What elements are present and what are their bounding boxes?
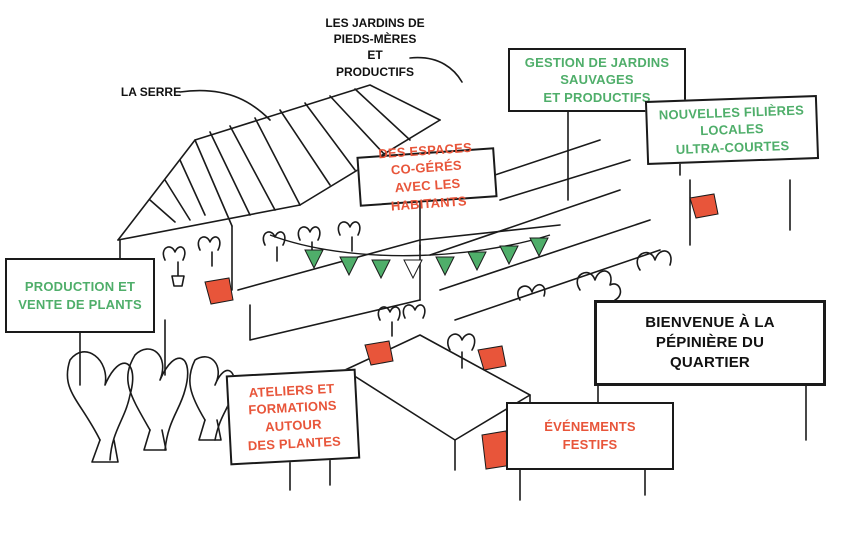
jardins-line-1: LES JARDINS DE bbox=[325, 16, 425, 30]
greenhouse bbox=[117, 84, 441, 301]
sign-ateliers-formations: ATELIERS ET FORMATIONS AUTOUR DES PLANTE… bbox=[225, 368, 361, 466]
label-jardins-pieds-meres: LES JARDINS DE PIEDS-MÈRES ET PRODUCTIFS bbox=[325, 15, 425, 80]
people bbox=[204, 193, 719, 470]
sign-gestion-line-1: GESTION DE JARDINS SAUVAGES bbox=[524, 54, 670, 88]
jardins-line-3: PRODUCTIFS bbox=[336, 64, 414, 79]
label-la-serre: LA SERRE bbox=[120, 85, 182, 99]
potted-plants bbox=[162, 221, 476, 369]
bushes bbox=[517, 250, 672, 301]
jardins-line-2: PIEDS-MÈRES ET bbox=[333, 32, 417, 63]
sign-espaces-co-geres: DES ESPACES CO-GÉRÉS AVEC LES HABITANTS bbox=[356, 140, 498, 213]
serre-pointer bbox=[179, 89, 271, 121]
jardins-pointer bbox=[409, 56, 463, 83]
sign-evenements-line-1: ÉVÉNEMENTS FESTIFS bbox=[544, 419, 636, 452]
sign-bienvenue-line-2: QUARTIER bbox=[670, 354, 750, 372]
sign-ateliers-line-2: FORMATIONS AUTOUR bbox=[247, 398, 338, 435]
sign-production-line-1: PRODUCTION ET bbox=[24, 278, 136, 294]
sign-production-vente: PRODUCTION ET VENTE DE PLANTS bbox=[5, 258, 155, 333]
sign-production-line-2: VENTE DE PLANTS bbox=[18, 296, 142, 312]
garden-beds bbox=[429, 139, 661, 321]
bunting bbox=[269, 234, 551, 280]
sign-gestion-jardins: GESTION DE JARDINS SAUVAGES ET PRODUCTIF… bbox=[508, 48, 686, 112]
sign-filieres-locales: NOUVELLES FILIÈRES LOCALES ULTRA-COURTES bbox=[644, 95, 820, 165]
sign-bienvenue-line-1: BIENVENUE À LA PÉPINIÈRE DU bbox=[645, 313, 775, 351]
sign-filieres-line-1: NOUVELLES FILIÈRES LOCALES bbox=[658, 102, 805, 139]
sign-bienvenue: BIENVENUE À LA PÉPINIÈRE DU QUARTIER bbox=[594, 300, 826, 386]
trees bbox=[66, 348, 236, 463]
plant-table bbox=[237, 224, 561, 341]
sign-evenements-festifs: ÉVÉNEMENTS FESTIFS bbox=[506, 402, 674, 470]
sign-gestion-line-2: ET PRODUCTIFS bbox=[543, 89, 651, 105]
